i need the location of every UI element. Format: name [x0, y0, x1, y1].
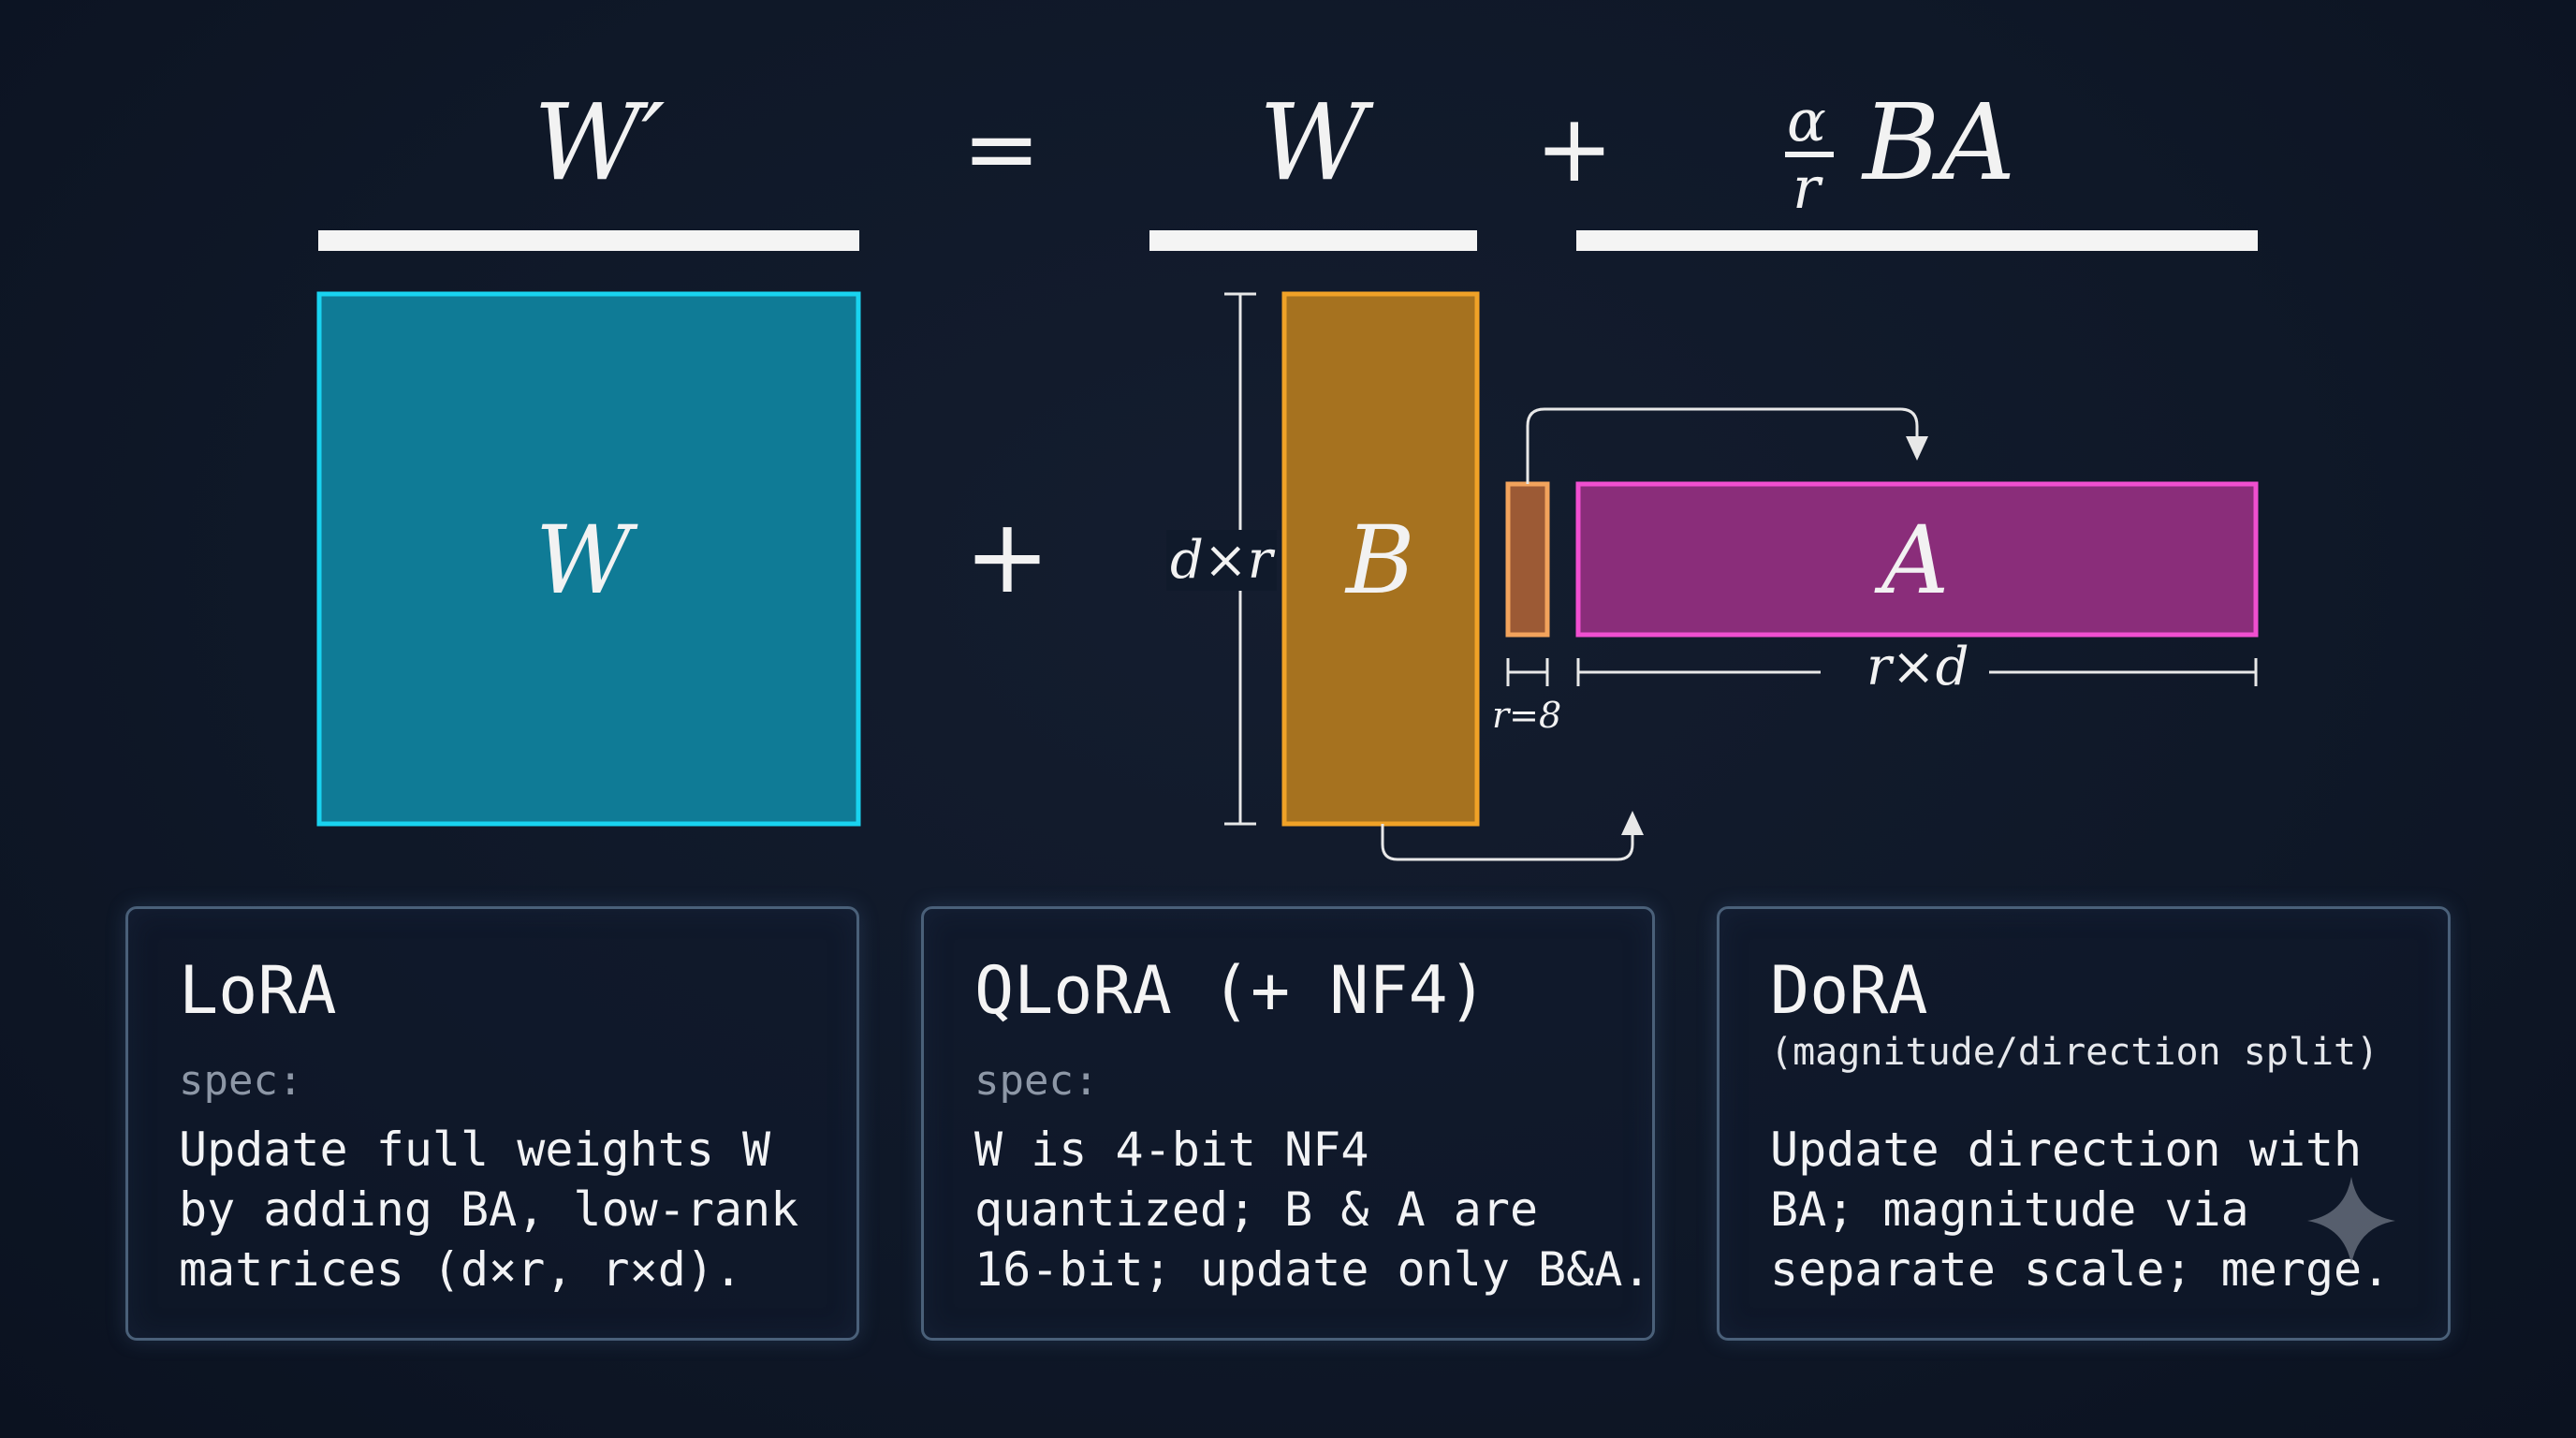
b-matrix [1281, 291, 1480, 827]
r-width-bracket [1506, 658, 1549, 686]
card-description: Update full weights W by adding BA, low-… [179, 1123, 799, 1297]
equation-lhs: W′ [534, 82, 666, 204]
card-dora: DoRA (magnitude/direction split) Update … [1717, 906, 2451, 1341]
card-spec-label: spec: [179, 1057, 303, 1105]
top-arrow [1526, 407, 1928, 484]
dxr-label: d×r [1166, 530, 1277, 591]
ba-underline [1576, 230, 2258, 251]
plus-sign: + [964, 496, 1051, 616]
rxd-label: r×d [1866, 637, 1969, 697]
bottom-arrow [1381, 811, 1644, 861]
card-description: W is 4-bit NF4 quantized; B & A are 16-b… [974, 1123, 1651, 1297]
w-underline [1149, 230, 1477, 251]
w-matrix [316, 291, 861, 827]
lhs-underline [318, 230, 859, 251]
r-value-label: r=8 [1492, 695, 1562, 736]
a-matrix [1575, 481, 2259, 638]
matrix-diagram [316, 291, 2259, 861]
card-description: Update direction with BA; magnitude via … [1770, 1123, 2391, 1297]
card-title: DoRA [1770, 952, 1928, 1029]
fraction-numerator: α [1787, 86, 1826, 154]
equation-w: W [1259, 82, 1368, 204]
sparkle-icon [2307, 1177, 2395, 1265]
b-matrix-label: B [1346, 506, 1415, 615]
card-qlora: QLoRA (+ NF4) spec: W is 4-bit NF4 quant… [921, 906, 1655, 1341]
card-title: LoRA [179, 952, 337, 1029]
equation-plus: + [1535, 94, 1614, 203]
card-lora: LoRA spec: Update full weights W by addi… [125, 906, 859, 1341]
card-spec-label: spec: [974, 1057, 1099, 1105]
scale-fraction: α r [1783, 86, 1839, 227]
fraction-bar [1785, 152, 1834, 157]
a-matrix-label: A [1881, 506, 1950, 615]
w-matrix-label: W [535, 506, 632, 615]
fraction-denominator: r [1793, 154, 1821, 222]
card-title: QLoRA (+ NF4) [974, 952, 1487, 1029]
equals-sign: = [962, 94, 1041, 203]
equation-ba: BA [1863, 82, 2016, 204]
rank-strip [1505, 481, 1550, 638]
rxd-dimension-line [1576, 658, 2258, 686]
card-subtitle: (magnitude/direction split) [1770, 1031, 2379, 1074]
